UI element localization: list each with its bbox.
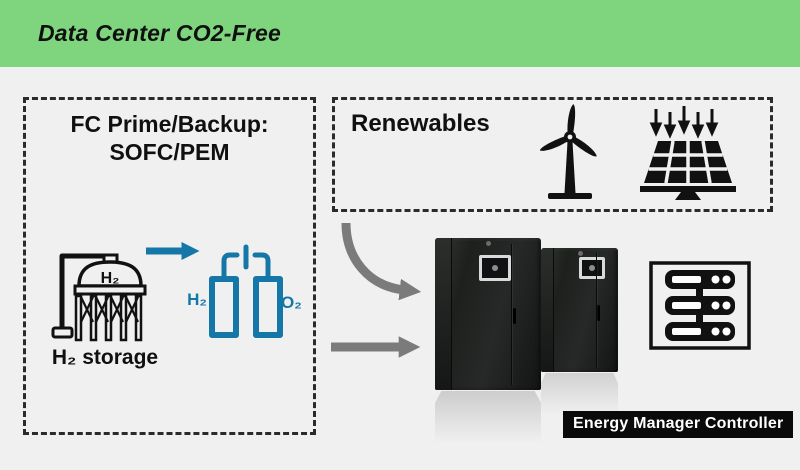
h2-storage-tank-icon: H₂ xyxy=(51,253,147,342)
h2-storage-caption: H₂ storage xyxy=(51,346,159,369)
cabinet-reflection xyxy=(435,391,541,443)
screen-logo-icon xyxy=(589,265,595,271)
electrolyzer-o2-label: O₂ xyxy=(281,293,302,312)
energy-manager-controller-label: Energy Manager Controller xyxy=(563,411,794,438)
cabinet-display-screen xyxy=(579,257,605,279)
cabinet-display-screen xyxy=(479,255,511,281)
electrolyzer-cylinders-icon xyxy=(209,244,283,338)
renewables-to-fc-arrow xyxy=(341,222,422,301)
fc-box-title-line1: FC Prime/Backup: xyxy=(70,111,269,137)
fc-prime-backup-box: FC Prime/Backup: SOFC/PEM xyxy=(23,97,316,435)
page-title: Data Center CO2-Free xyxy=(38,20,282,46)
tank-h2-label: H₂ xyxy=(101,270,120,287)
renewables-title: Renewables xyxy=(351,110,490,137)
fc-box-title-line2: SOFC/PEM xyxy=(109,139,230,166)
cabinet-door-handle xyxy=(512,307,516,324)
header-band: Data Center CO2-Free xyxy=(0,0,800,67)
server-rack-icon xyxy=(649,261,751,350)
solar-panel-icon xyxy=(640,106,736,200)
cabinet-logo xyxy=(577,251,583,256)
fc-box-title: FC Prime/Backup: SOFC/PEM xyxy=(32,110,307,166)
screen-logo-icon xyxy=(492,265,498,271)
cabinet-logo xyxy=(485,241,491,246)
cabinet-reflection xyxy=(541,373,618,415)
cabinet-door-handle xyxy=(596,305,600,322)
ups-cabinet-large xyxy=(435,238,541,390)
electrolyzer-h2-label: H₂ xyxy=(187,290,207,309)
ups-cabinet-small xyxy=(541,248,618,372)
renewables-box: Renewables xyxy=(332,97,773,212)
wind-turbine-icon xyxy=(538,104,599,199)
